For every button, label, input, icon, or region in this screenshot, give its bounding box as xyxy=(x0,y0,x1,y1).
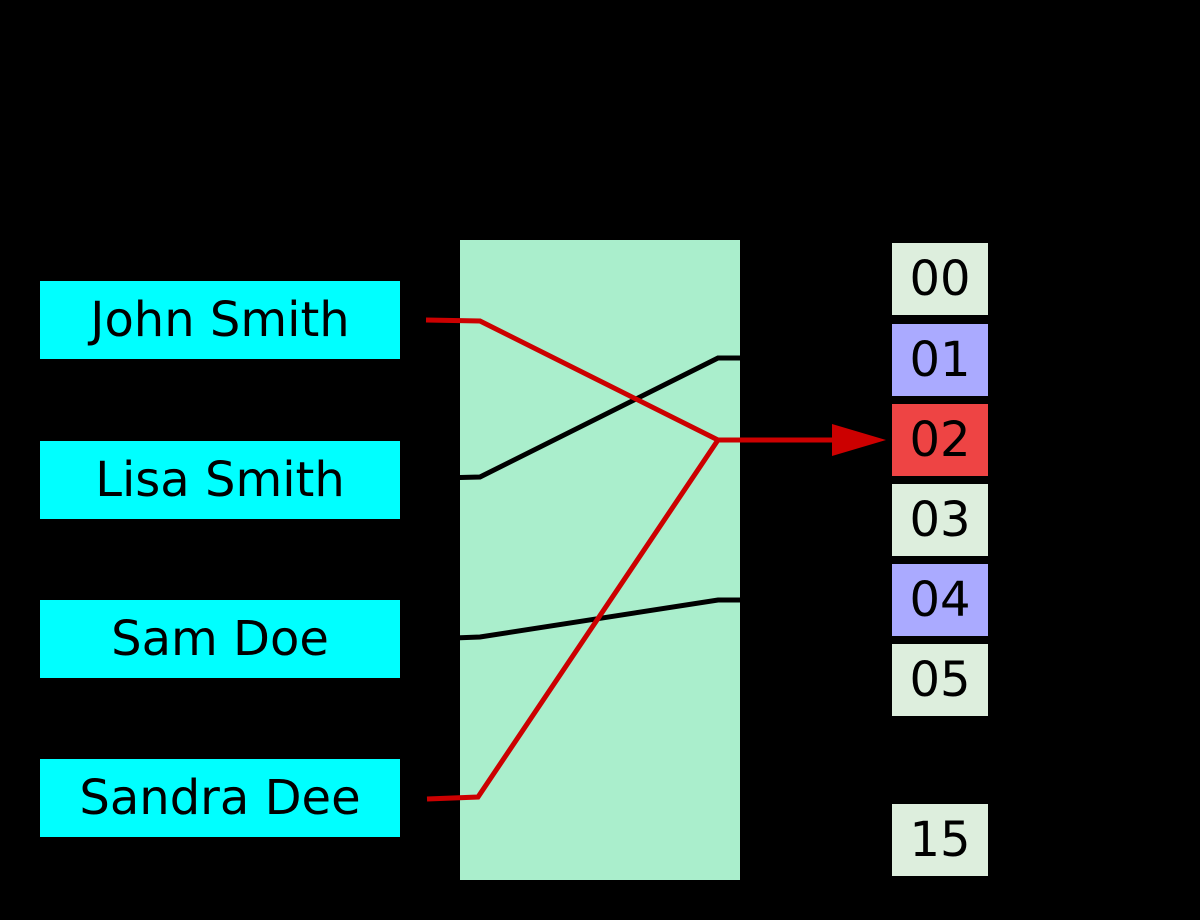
bucket-label: 04 xyxy=(909,572,971,628)
key-box-john-smith: John Smith xyxy=(40,281,400,359)
key-box-sandra-dee: Sandra Dee xyxy=(40,759,400,837)
key-label: John Smith xyxy=(90,292,350,348)
collision-arrowhead-icon xyxy=(832,424,886,456)
bucket-04: 04 xyxy=(892,564,988,636)
bucket-15: 15 xyxy=(892,804,988,876)
bucket-label: 05 xyxy=(909,652,971,708)
bucket-label: 00 xyxy=(909,251,971,307)
key-label: Sam Doe xyxy=(111,611,329,667)
bucket-label: 15 xyxy=(909,812,971,868)
bucket-00: 00 xyxy=(892,243,988,315)
bucket-label: 01 xyxy=(909,332,971,388)
hash-function-box xyxy=(460,240,740,880)
key-label: Lisa Smith xyxy=(95,452,345,508)
key-box-lisa-smith: Lisa Smith xyxy=(40,441,400,519)
bucket-05: 05 xyxy=(892,644,988,716)
key-label: Sandra Dee xyxy=(79,770,361,826)
bucket-01: 01 xyxy=(892,324,988,396)
key-box-sam-doe: Sam Doe xyxy=(40,600,400,678)
bucket-label: 03 xyxy=(909,492,971,548)
bucket-02: 02 xyxy=(892,404,988,476)
bucket-03: 03 xyxy=(892,484,988,556)
bucket-label: 02 xyxy=(909,412,971,468)
